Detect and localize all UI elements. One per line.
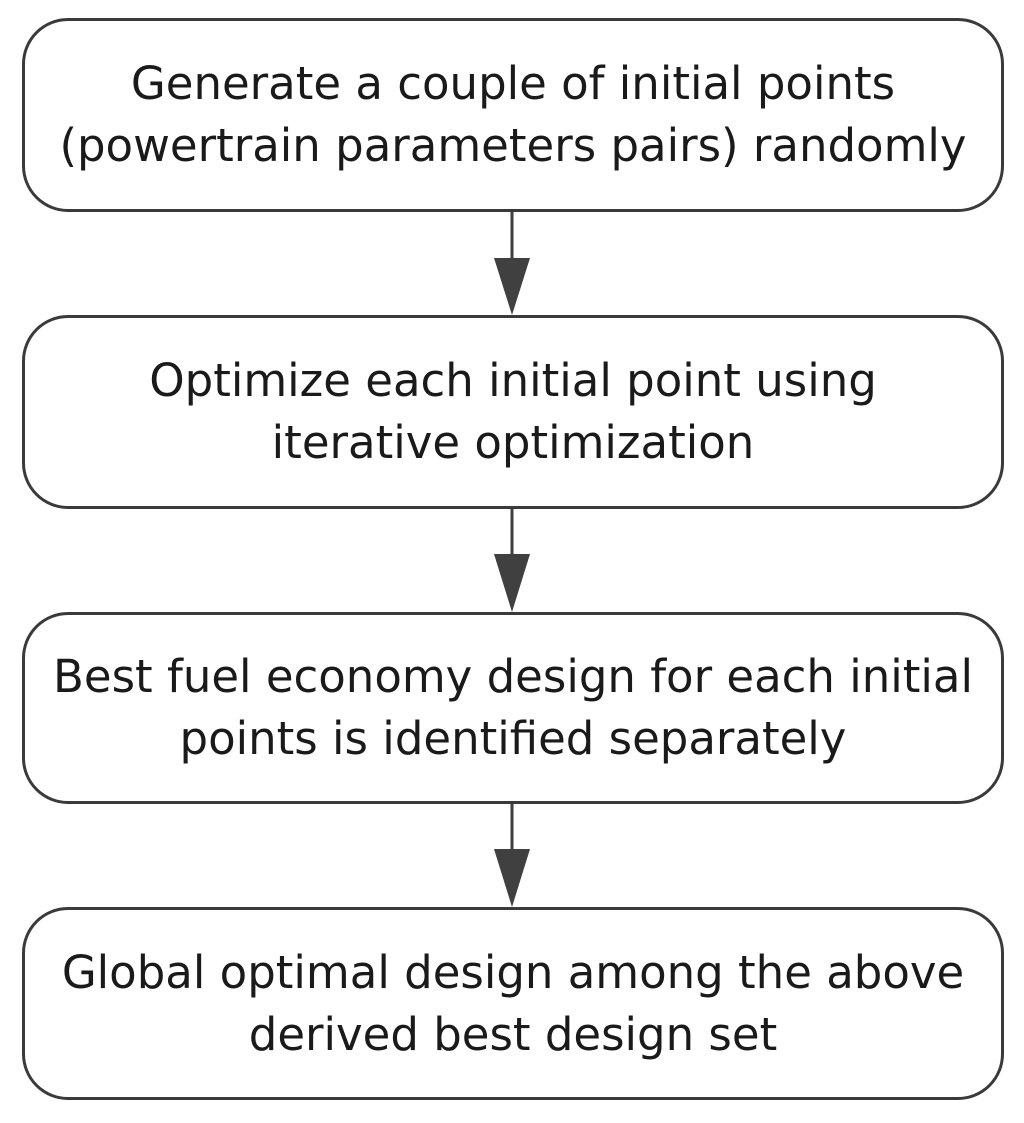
step-global-optimal-design: Global optimal design among the above de…: [22, 907, 1004, 1100]
step-1-line-2: (powertrain parameters pairs) randomly: [59, 119, 967, 172]
arrow-step3-to-step4: [494, 804, 530, 907]
step-3-line-1: Best fuel economy design for each initia…: [53, 650, 973, 703]
step-4-line-2: derived best design set: [248, 1007, 778, 1061]
step-2-line-2: iterative optimization: [271, 416, 755, 469]
step-generate-initial-points: Generate a couple of initial points (pow…: [22, 18, 1004, 212]
step-3-line-2: points is identified separately: [179, 712, 847, 765]
step-1-line-1: Generate a couple of initial points: [130, 57, 896, 110]
arrow-step2-to-step3: [494, 509, 530, 612]
step-2-line-1: Optimize each initial point using: [149, 354, 877, 407]
arrow-step1-to-step2: [494, 212, 530, 315]
step-optimize-each-point: Optimize each initial point using iterat…: [22, 315, 1004, 509]
step-identify-best-design: Best fuel economy design for each initia…: [22, 612, 1004, 804]
step-4-line-1: Global optimal design among the above: [61, 945, 965, 999]
